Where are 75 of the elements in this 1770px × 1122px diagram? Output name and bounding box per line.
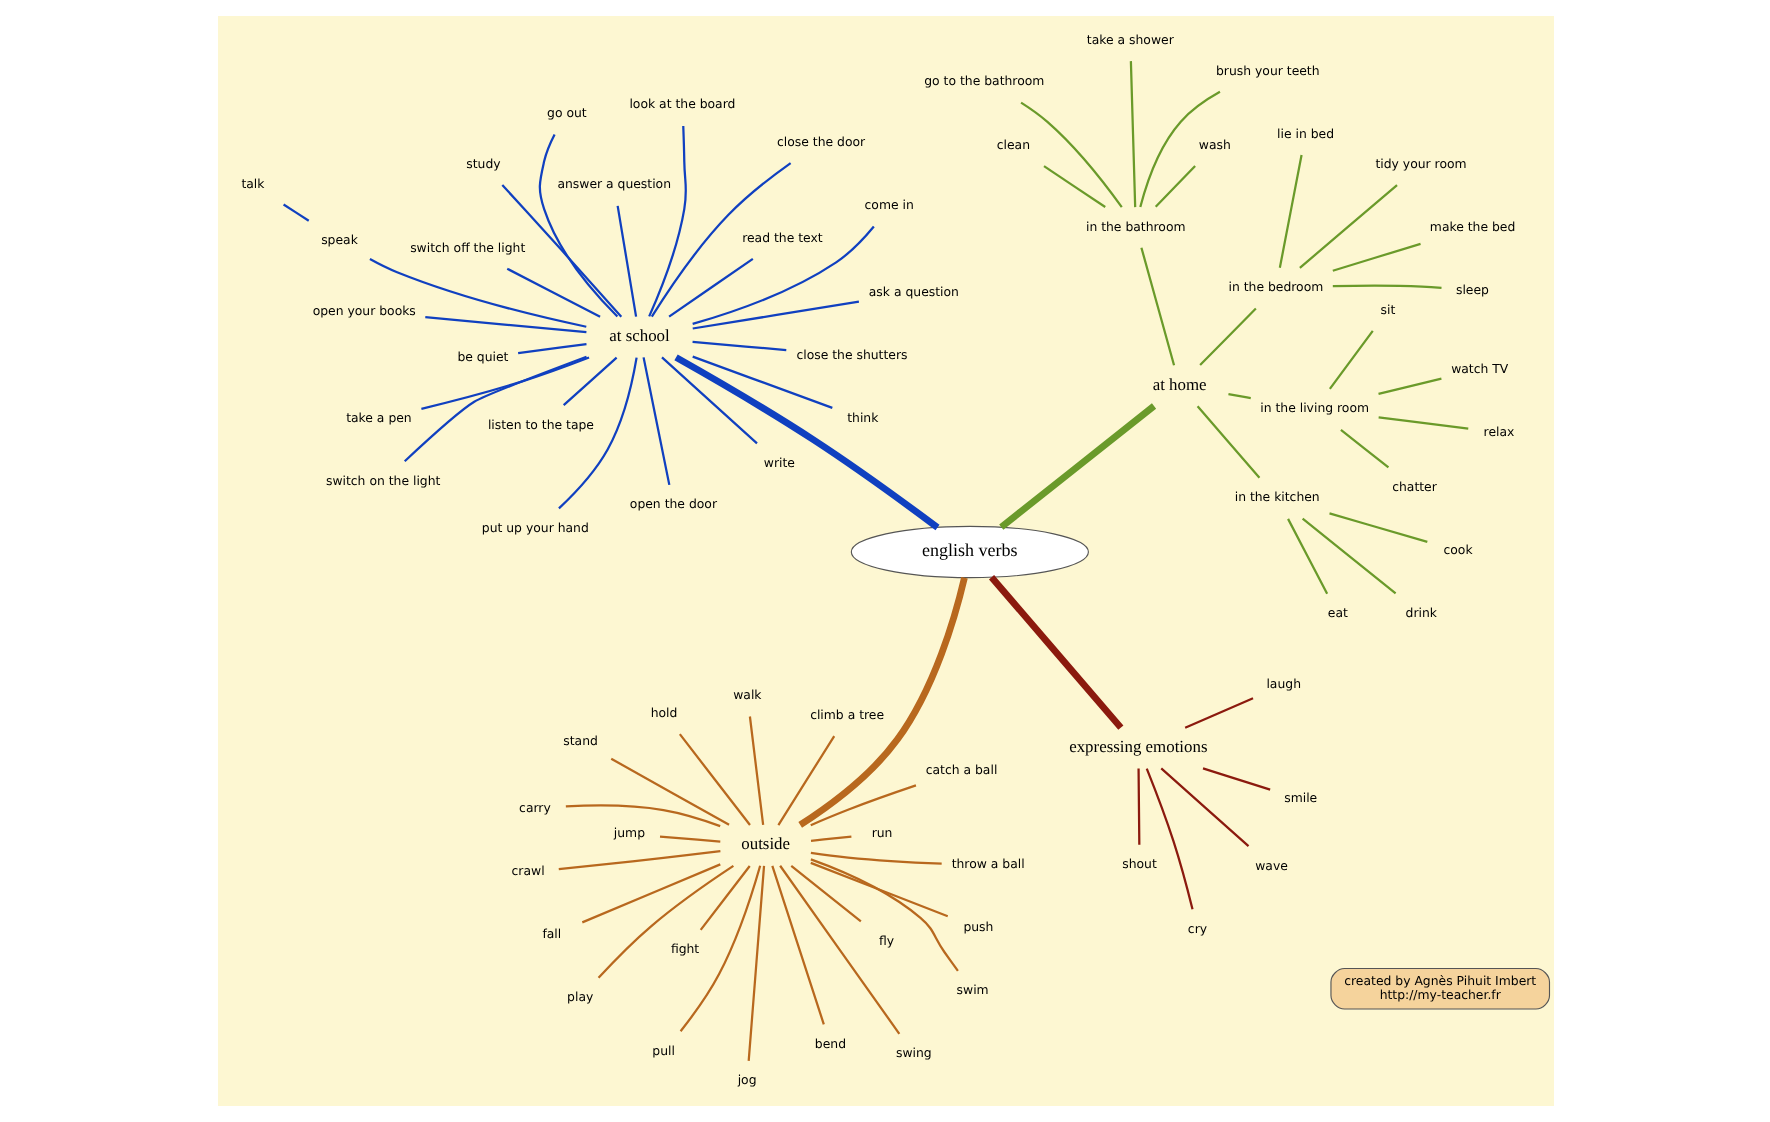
node-ellipse: english verbs bbox=[849, 525, 1088, 579]
connector bbox=[641, 357, 670, 486]
connector bbox=[557, 357, 637, 510]
connector bbox=[1153, 165, 1195, 208]
connector bbox=[647, 126, 687, 317]
connector bbox=[368, 258, 586, 328]
connector bbox=[691, 225, 874, 326]
connector bbox=[505, 267, 600, 318]
connector bbox=[1339, 429, 1389, 469]
connector bbox=[561, 356, 617, 407]
connector bbox=[1201, 767, 1270, 791]
node-text: expressing emotions bbox=[1068, 735, 1207, 756]
connector bbox=[746, 865, 765, 1061]
connector bbox=[1377, 377, 1441, 395]
connector bbox=[809, 861, 948, 918]
connector bbox=[1327, 330, 1373, 390]
connector bbox=[282, 203, 309, 222]
connector bbox=[797, 576, 967, 828]
connector bbox=[500, 184, 622, 318]
connector bbox=[1042, 165, 1105, 208]
connector bbox=[420, 356, 589, 410]
connector bbox=[789, 864, 861, 923]
connector bbox=[609, 757, 729, 826]
connector bbox=[698, 865, 750, 931]
connector bbox=[615, 205, 637, 317]
connector bbox=[517, 342, 586, 355]
connector bbox=[1019, 101, 1122, 208]
connector bbox=[678, 865, 761, 1032]
connector bbox=[649, 162, 791, 318]
connector bbox=[1286, 518, 1328, 595]
connector bbox=[691, 300, 859, 330]
connector bbox=[776, 735, 835, 826]
connector bbox=[658, 835, 720, 843]
connector bbox=[1159, 767, 1249, 847]
connector bbox=[1136, 768, 1140, 845]
connector bbox=[988, 575, 1123, 730]
connector bbox=[673, 354, 939, 531]
connector bbox=[778, 865, 900, 1035]
connector bbox=[998, 403, 1156, 530]
connector bbox=[1128, 61, 1136, 208]
connector bbox=[1328, 512, 1427, 544]
connector bbox=[809, 835, 851, 842]
connector bbox=[1139, 247, 1175, 366]
connector bbox=[596, 864, 734, 979]
connector bbox=[1138, 90, 1220, 208]
connector bbox=[537, 134, 618, 318]
connector bbox=[1298, 184, 1397, 269]
node-text: at school bbox=[608, 325, 669, 346]
connector bbox=[1277, 154, 1302, 269]
connector bbox=[770, 865, 824, 1025]
connector bbox=[809, 784, 916, 827]
connector bbox=[1195, 405, 1260, 479]
connector bbox=[1331, 242, 1420, 272]
connector bbox=[424, 316, 586, 334]
connector bbox=[580, 863, 720, 924]
connector bbox=[1331, 284, 1441, 289]
connector bbox=[1144, 768, 1193, 910]
connector bbox=[1300, 517, 1396, 595]
connector bbox=[1183, 697, 1253, 729]
connector bbox=[747, 716, 764, 825]
node-text: outside bbox=[740, 833, 790, 854]
connector bbox=[557, 849, 720, 871]
connector bbox=[677, 733, 750, 826]
connector bbox=[660, 356, 757, 445]
connector bbox=[667, 257, 753, 318]
connector bbox=[809, 851, 941, 865]
node-text: at home bbox=[1151, 373, 1206, 394]
connector bbox=[691, 355, 832, 409]
connector bbox=[1377, 416, 1468, 430]
connector bbox=[1227, 393, 1250, 400]
connector bbox=[691, 340, 786, 352]
connector bbox=[809, 858, 958, 972]
connector bbox=[1198, 307, 1256, 366]
connector bbox=[402, 355, 586, 463]
connector bbox=[564, 804, 720, 828]
